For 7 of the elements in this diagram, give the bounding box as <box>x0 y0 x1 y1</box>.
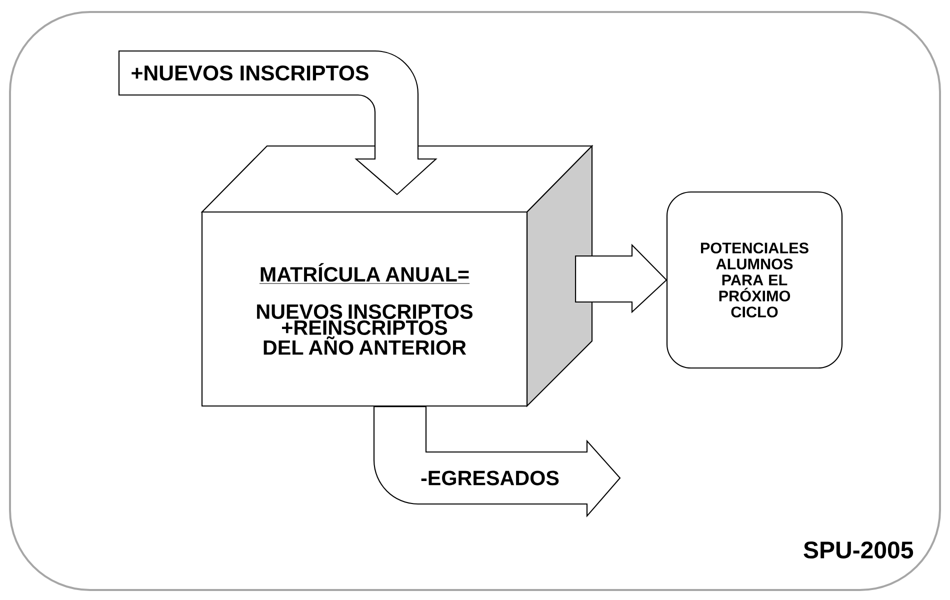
block-arrow <box>575 244 668 314</box>
source-label: SPU-2005 <box>804 542 914 558</box>
edge-label: -EGRESADOS <box>421 470 559 486</box>
edge-label: +NUEVOS INSCRIPTOS <box>132 65 368 81</box>
block-arrow <box>118 50 437 195</box>
block-arrow <box>373 406 621 517</box>
rounded-box: POTENCIALES ALUMNOS PARA EL PRÓXIMO CICLO <box>666 191 843 369</box>
